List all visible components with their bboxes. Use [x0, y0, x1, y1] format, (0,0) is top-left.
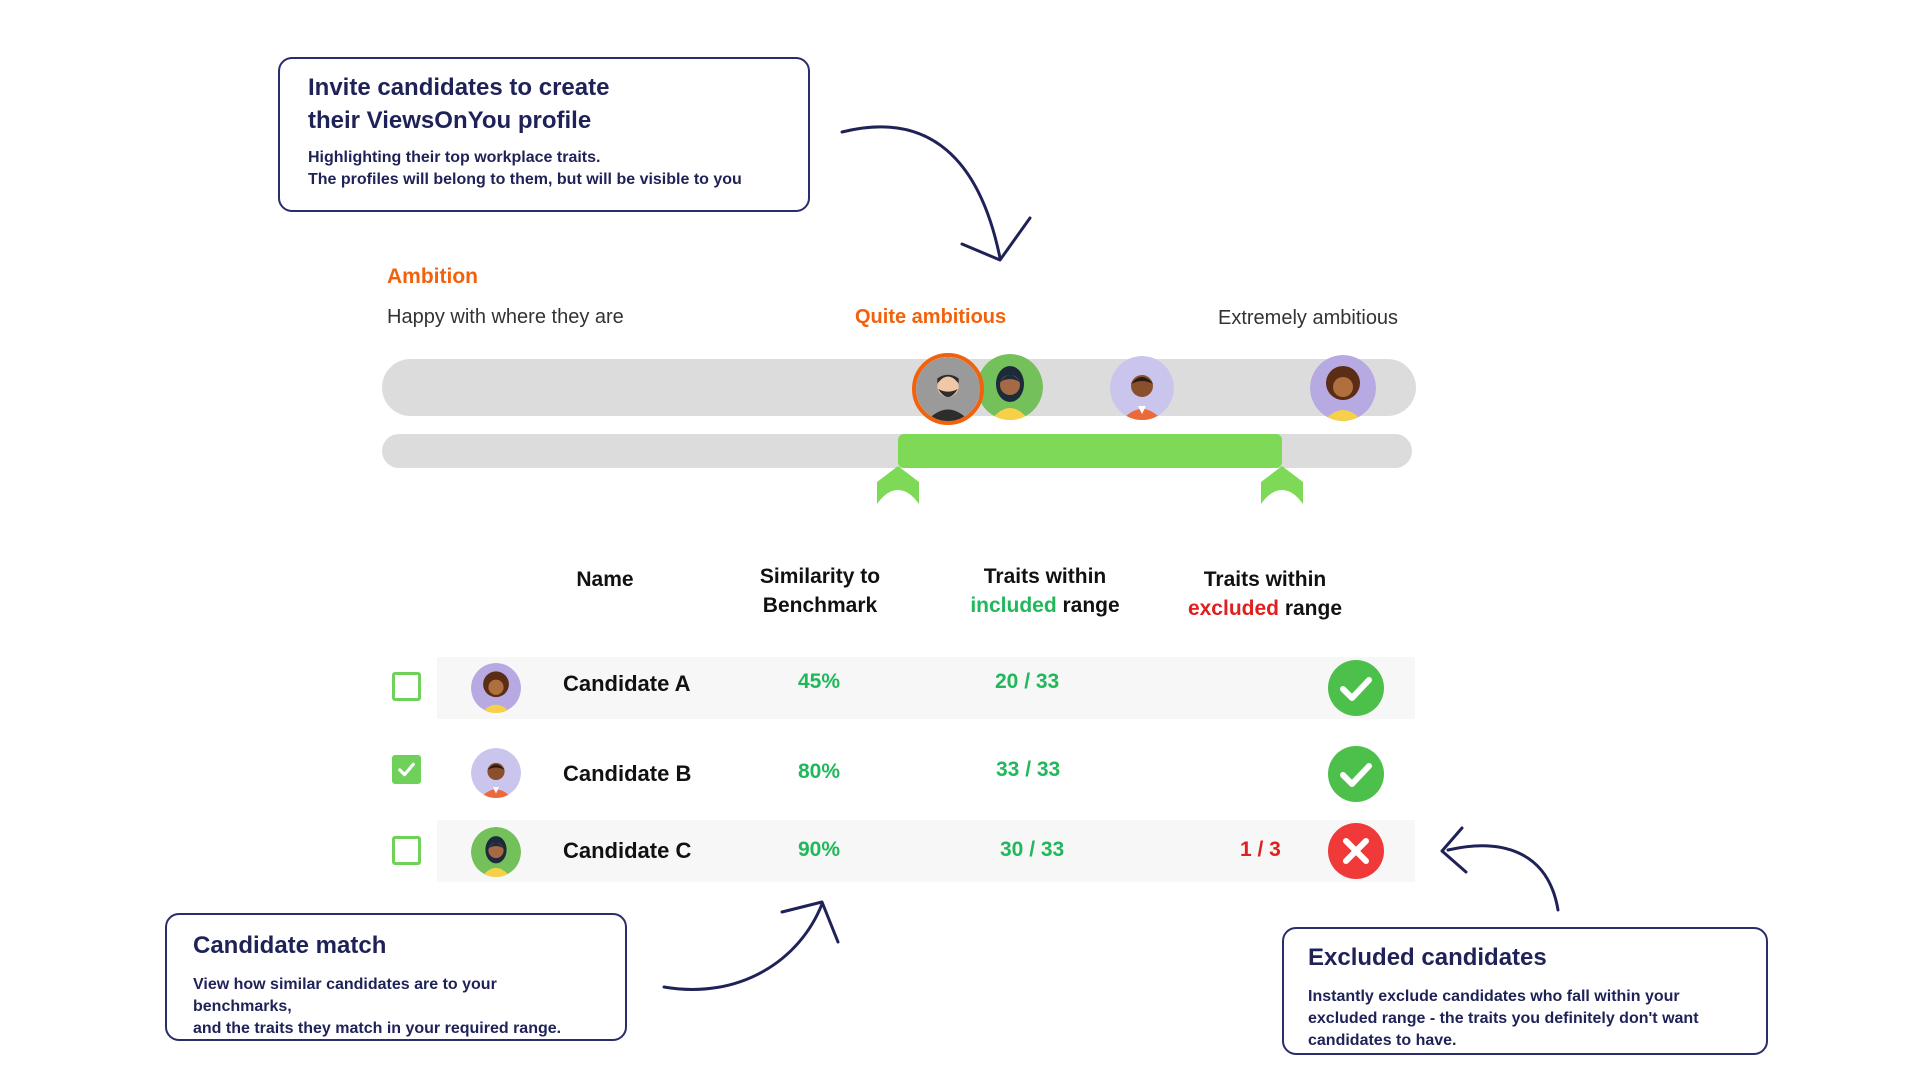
scale-high-label: Extremely ambitious	[1218, 307, 1399, 329]
callout-invite: Invite candidates to create their ViewsO…	[278, 57, 810, 212]
callout-match-title: Candidate match	[193, 932, 387, 959]
row-checkbox[interactable]	[392, 836, 421, 865]
check-circle-icon	[1328, 746, 1384, 802]
candidate-name[interactable]: Candidate A	[563, 671, 691, 696]
avatar-candidate-c-on-scale[interactable]	[977, 354, 1043, 420]
callout-match-text-2: and the traits they match in your requir…	[193, 1020, 562, 1037]
callout-match-text-1: View how similar candidates are to your …	[193, 976, 497, 1015]
candidate-name[interactable]: Candidate B	[563, 761, 692, 786]
avatar-benchmark-on-scale[interactable]	[912, 353, 984, 425]
header-excluded: Traits within excluded range	[1160, 565, 1370, 623]
avatar	[471, 748, 521, 798]
callout-invite-title-1: Invite candidates to create	[308, 74, 610, 101]
row-checkbox[interactable]	[392, 672, 421, 701]
callout-excluded-text-2: excluded range - the traits you definite…	[1308, 1010, 1699, 1027]
range-handle-right[interactable]	[1261, 466, 1303, 504]
similarity-value: 45%	[798, 670, 841, 693]
header-similarity: Similarity to Benchmark	[730, 562, 910, 620]
header-name: Name	[540, 565, 670, 594]
included-suffix: range	[1056, 594, 1120, 617]
callout-invite-title-2: their ViewsOnYou profile	[308, 107, 592, 134]
range-handle-left[interactable]	[877, 466, 919, 504]
similarity-value: 90%	[798, 838, 841, 861]
avatar	[471, 827, 521, 877]
scale-low-label: Happy with where they are	[387, 306, 624, 328]
header-included: Traits within included range	[940, 562, 1150, 620]
arrow-to-excluded	[1446, 844, 1560, 912]
included-value: 30 / 33	[1000, 838, 1065, 861]
avatar-candidate-a-on-scale[interactable]	[1310, 355, 1376, 421]
included-range-fill	[898, 434, 1282, 468]
scale-mid-label: Quite ambitious	[855, 306, 1007, 328]
row-checkbox[interactable]	[392, 755, 421, 784]
candidate-name[interactable]: Candidate C	[563, 838, 692, 863]
avatar-candidate-b-on-scale[interactable]	[1110, 356, 1174, 420]
header-similarity-line1: Similarity to	[759, 565, 881, 588]
trait-title: Ambition	[387, 265, 478, 288]
included-value: 33 / 33	[996, 758, 1061, 781]
callout-excluded-candidates: Excluded candidates Instantly exclude ca…	[1282, 927, 1768, 1055]
callout-excluded-text-3: candidates to have.	[1308, 1032, 1457, 1049]
arrow-to-slider-head	[960, 216, 1032, 262]
arrow-to-table	[662, 902, 824, 991]
excluded-suffix: range	[1279, 597, 1343, 620]
callout-excluded-title: Excluded candidates	[1308, 944, 1547, 971]
excluded-value: 1 / 3	[1240, 838, 1281, 861]
callout-candidate-match: Candidate match View how similar candida…	[165, 913, 627, 1041]
header-excluded-line2: excluded range	[1160, 594, 1370, 623]
table-row	[437, 820, 1415, 882]
included-word: included	[970, 594, 1057, 617]
header-name-text: Name	[576, 568, 634, 591]
callout-invite-text-2: The profiles will belong to them, but wi…	[308, 171, 742, 188]
table-row	[437, 657, 1415, 719]
header-similarity-line2: Benchmark	[762, 594, 878, 617]
arrow-to-slider	[840, 125, 1002, 260]
header-included-line1: Traits within	[983, 565, 1107, 588]
similarity-value: 80%	[798, 760, 841, 783]
x-circle-icon	[1328, 823, 1384, 879]
arrow-to-table-head	[780, 900, 840, 944]
callout-invite-text-1: Highlighting their top workplace traits.	[308, 149, 601, 166]
excluded-word: excluded	[1187, 597, 1279, 620]
header-excluded-line1: Traits within	[1203, 568, 1327, 591]
arrow-to-excluded-head	[1440, 826, 1468, 874]
header-included-line2: included range	[940, 591, 1150, 620]
avatar	[471, 663, 521, 713]
included-value: 20 / 33	[995, 670, 1060, 693]
trait-scale-track	[382, 359, 1416, 416]
check-circle-icon	[1328, 660, 1384, 716]
callout-excluded-text-1: Instantly exclude candidates who fall wi…	[1308, 988, 1680, 1005]
